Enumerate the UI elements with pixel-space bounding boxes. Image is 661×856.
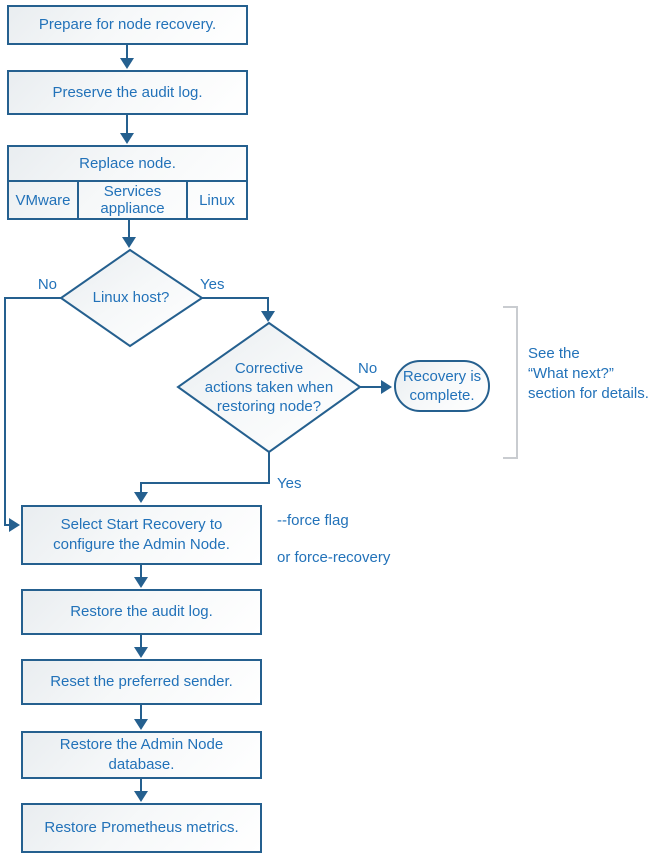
step-restore-admin-node-database: Restore the Admin Node database. (21, 731, 262, 779)
step-select-start-recovery: Select Start Recovery to configure the A… (21, 505, 262, 565)
label-yes-corrective: Yes (277, 475, 302, 492)
decision-corrective-actions-label: Corrective actions taken when restoring … (204, 360, 334, 415)
arrow-select-to-audit (134, 565, 148, 588)
arrow-sender-to-db (134, 705, 148, 730)
label-no-linux: No (37, 276, 57, 293)
step-reset-preferred-sender: Reset the preferred sender. (21, 659, 262, 705)
label-force-recovery: or force-recovery (277, 549, 391, 566)
what-next-note: See the “What next?” section for details… (528, 345, 649, 402)
platform-services-appliance: Services appliance (77, 182, 186, 218)
label-yes-linux: Yes (200, 276, 225, 293)
step-replace-node: Replace node. VMware Services appliance … (7, 145, 248, 220)
yes-corrective-path (134, 452, 270, 503)
yes-branch-path (202, 297, 275, 322)
label-yes-force: Yes --force flag or force-recovery (277, 455, 390, 586)
arrow-replace-to-linux-decision (122, 220, 136, 248)
no-corrective-path (360, 380, 392, 394)
diamond-linux-host-shape (59, 248, 204, 348)
terminator-recovery-complete: Recovery is complete. (394, 360, 490, 412)
arrow-audit-to-sender (134, 635, 148, 658)
arrow-prepare-to-preserve (120, 45, 134, 69)
what-next-bracket (503, 306, 518, 459)
replace-node-title: Replace node. (9, 147, 246, 182)
no-branch-path (4, 297, 61, 532)
step-restore-audit-log: Restore the audit log. (21, 589, 262, 635)
replace-node-platforms: VMware Services appliance Linux (9, 182, 246, 218)
step-restore-prometheus-metrics: Restore Prometheus metrics. (21, 803, 262, 853)
step-preserve-audit-log: Preserve the audit log. (7, 70, 248, 115)
arrow-preserve-to-replace (120, 115, 134, 144)
arrow-db-to-metrics (134, 779, 148, 802)
step-prepare-node-recovery: Prepare for node recovery. (7, 5, 248, 45)
decision-linux-host-label: Linux host? (92, 289, 170, 306)
platform-vmware: VMware (15, 191, 71, 209)
platform-linux: Linux (186, 182, 246, 218)
label-force-flag: --force flag (277, 512, 349, 529)
label-no-corrective: No (358, 360, 378, 377)
